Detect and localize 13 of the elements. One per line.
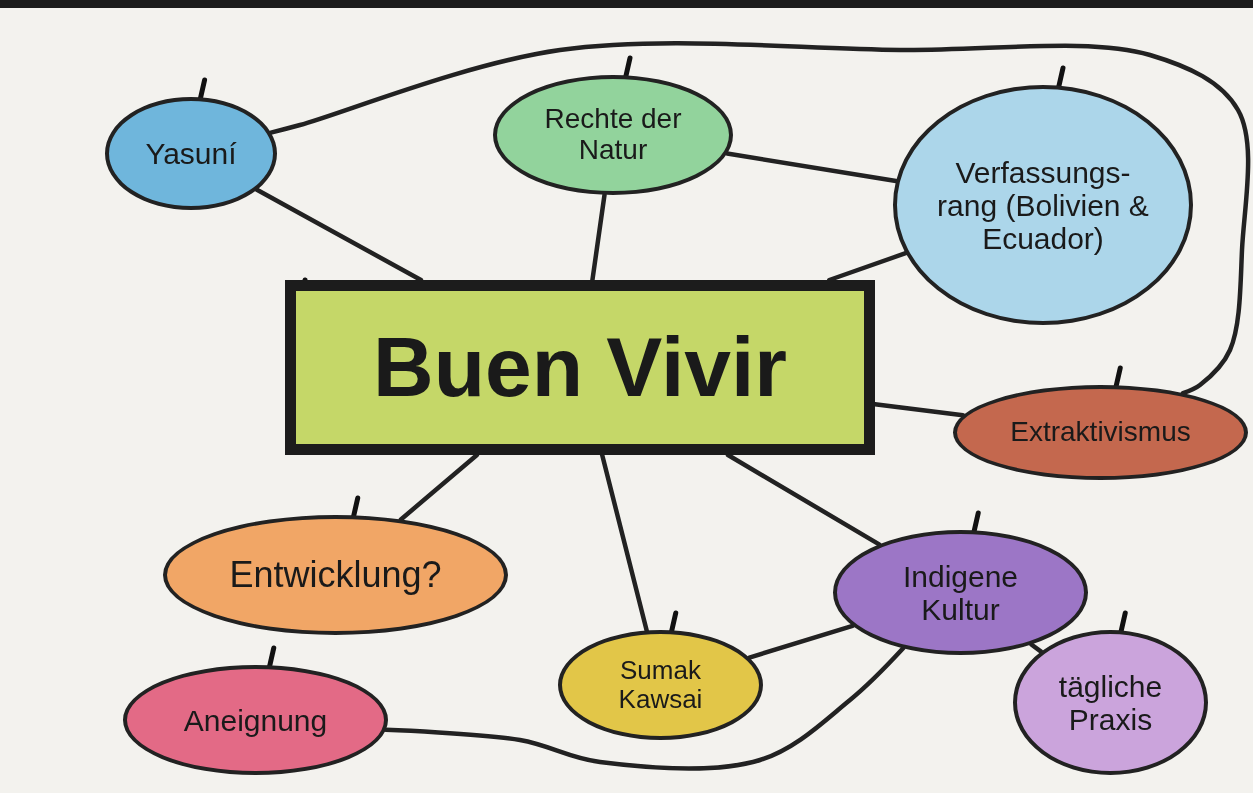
connector-line — [747, 623, 855, 660]
topic-label: Entwicklung? — [229, 555, 442, 595]
title-text: Buen Vivir — [373, 321, 787, 414]
topic-label: Yasuní — [145, 137, 237, 170]
topic-label: tägliche Praxis — [1057, 669, 1164, 736]
topic-label: Indigene Kultur — [901, 559, 1020, 626]
central-topic-box — [285, 280, 875, 455]
connector-line — [1029, 642, 1044, 654]
topic-label: Extraktivismus — [1010, 417, 1191, 448]
topic-label: Aneignung — [183, 703, 328, 737]
topic-label: Rechte der Natur — [543, 104, 683, 166]
topic-label: Verfassungs-rang (Bolivien & Ecuador) — [936, 155, 1150, 255]
topic-label: Sumak Kawsai — [617, 656, 704, 714]
